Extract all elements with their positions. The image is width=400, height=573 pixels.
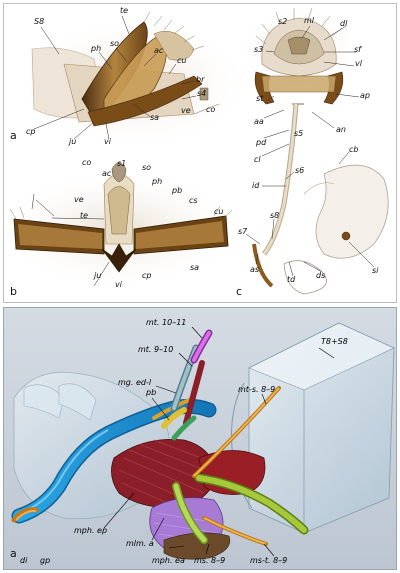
label-c-s5: s5 [294, 129, 304, 138]
label-c-id: id [252, 181, 260, 190]
label-b-ve: ve [74, 195, 84, 204]
label-b-te: te [80, 211, 89, 220]
label-mph-ep: mph. ep [74, 526, 108, 535]
label-a-vi: vi [104, 137, 111, 146]
label-c-s8: s8 [270, 211, 280, 220]
label-c-ds: ds [316, 271, 326, 280]
label-a-ju: ju [69, 137, 77, 146]
label-c-s6: s6 [295, 166, 305, 175]
label-a-co: co [206, 105, 216, 114]
panel-letter-c: c [236, 285, 243, 298]
label-c-pd: pd [256, 138, 267, 147]
label-b-sa: sa [190, 263, 200, 272]
label-c-an: an [336, 125, 346, 134]
label-b-vi: vi [115, 280, 122, 289]
top-leader-lines [31, 15, 375, 287]
top-panel: a b c S8 ph te so ac cu br s4 cp ju vi s… [3, 3, 397, 303]
label-c-s2: s2 [278, 17, 288, 26]
label-b-cs: cs [189, 196, 198, 205]
label-T8-S8: T8+S8 [321, 337, 348, 346]
label-a-ac: ac [154, 46, 164, 55]
label-a-ph: ph [91, 44, 102, 53]
label-c-vl: vl [355, 59, 362, 68]
label-c-as: as [250, 265, 260, 274]
label-c-ap: ap [360, 91, 370, 100]
label-gp: gp [40, 556, 51, 565]
label-a-ve: ve [181, 106, 191, 115]
label-mt-9-10: mt. 9–10 [138, 345, 174, 354]
label-mt-10-11: mt. 10–11 [146, 318, 187, 327]
label-a-br: br [196, 75, 205, 84]
label-c-td: td [287, 275, 296, 284]
label-a-s4: s4 [197, 89, 207, 98]
label-c-aa: aa [254, 117, 264, 126]
label-c-si: si [372, 266, 379, 275]
label-c-sf: sf [354, 45, 361, 54]
label-c-s3: s3 [254, 45, 264, 54]
panel-letter-bottom-a: a [10, 547, 17, 560]
label-b-pb: pb [172, 186, 183, 195]
specimen-b [4, 162, 234, 284]
label-b-s1: s1 [117, 159, 127, 168]
panel-letter-b: b [10, 285, 17, 298]
label-di: di [20, 556, 28, 565]
bottom-leader-lines [103, 326, 335, 557]
label-b-so: so [142, 163, 152, 172]
specimen-c [244, 7, 389, 295]
label-b-cp: cp [142, 271, 152, 280]
panel-letter-a: a [10, 129, 17, 142]
label-c-st: st [256, 94, 264, 103]
label-b-ac: ac [102, 169, 112, 178]
label-ms-t-8-9: ms-t. 8–9 [250, 556, 288, 565]
label-mt-s-8-9: mt-s. 8–9 [238, 385, 276, 394]
label-pb: pb [146, 388, 157, 397]
top-illustration [4, 7, 389, 295]
label-mph-ea: mph. ea [152, 556, 185, 565]
label-a-so: so [110, 39, 120, 48]
label-c-ml: ml [304, 16, 315, 25]
label-a-cp: cp [26, 127, 36, 136]
label-c-dl: dl [340, 19, 348, 28]
label-b-ju: ju [94, 271, 102, 280]
label-a-S8: S8 [34, 17, 45, 26]
label-b-ph: ph [152, 177, 163, 186]
label-ms-8-9: ms. 8–9 [194, 556, 226, 565]
label-c-cl: cl [254, 155, 261, 164]
label-a-te: te [120, 6, 129, 15]
label-b-co: co [82, 158, 92, 167]
bottom-panel: a mt. 10–11 mt. 9–10 mg. ed-l T8+S8 mt-s… [3, 307, 397, 570]
label-mlm-a: mlm. a [126, 539, 154, 548]
label-c-cb: cb [349, 145, 359, 154]
label-c-s7: s7 [238, 227, 248, 236]
reconstruction-3d [4, 308, 396, 569]
label-a-sa: sa [150, 113, 160, 122]
label-a-cu: cu [177, 56, 187, 65]
label-mg-ed-l: mg. ed-l [118, 378, 152, 387]
label-b-cu: cu [214, 207, 224, 216]
specimen-a [24, 11, 244, 144]
